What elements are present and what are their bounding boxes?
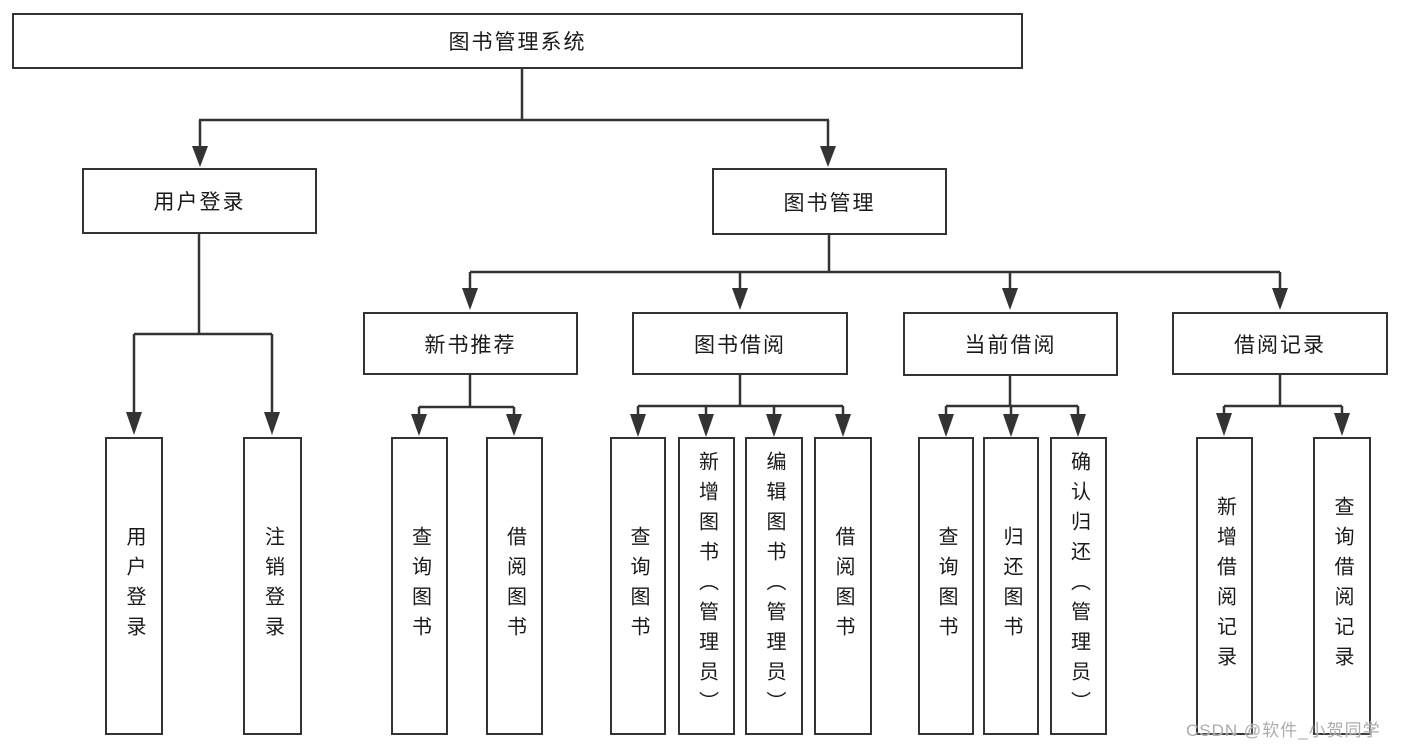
node-leaf-query-books-1: 查询图书	[391, 437, 448, 735]
connector-root	[198, 68, 830, 150]
node-root: 图书管理系统	[12, 13, 1023, 69]
node-book-borrow: 图书借阅	[632, 312, 848, 375]
arrow-down-icon	[1070, 414, 1086, 437]
arrow-down-icon	[126, 412, 142, 435]
arrow-down-icon	[820, 146, 836, 167]
arrow-down-icon	[766, 414, 782, 437]
arrow-down-icon	[506, 414, 522, 436]
arrow-down-icon	[732, 288, 748, 310]
connector-current-borrow	[944, 374, 1080, 418]
connector-book-management	[468, 235, 1282, 292]
connector-user-login	[132, 233, 274, 416]
node-book-management: 图书管理	[712, 168, 947, 235]
arrow-down-icon	[1272, 288, 1288, 310]
arrow-down-icon	[264, 412, 280, 435]
node-leaf-add-book-admin: 新增图书（管理员）	[678, 437, 735, 735]
arrow-down-icon	[1002, 288, 1018, 310]
csdn-watermark: CSDN @软件_小贺同学	[1186, 721, 1381, 740]
node-leaf-add-borrow-record: 新增借阅记录	[1196, 437, 1253, 735]
arrow-down-icon	[411, 414, 427, 436]
node-leaf-confirm-return-admin: 确认归还（管理员）	[1050, 437, 1107, 735]
arrow-down-icon	[938, 414, 954, 437]
arrow-down-icon	[462, 288, 478, 310]
arrow-down-icon	[698, 414, 714, 437]
node-leaf-user-login: 用户登录	[105, 437, 163, 735]
arrow-down-icon	[835, 414, 851, 437]
node-leaf-query-books-2: 查询图书	[610, 437, 666, 735]
arrow-down-icon	[1003, 414, 1019, 437]
node-leaf-query-borrow-record: 查询借阅记录	[1313, 437, 1371, 735]
arrowheads	[126, 146, 1350, 437]
arrow-down-icon	[630, 414, 646, 437]
node-leaf-query-books-3: 查询图书	[918, 437, 974, 735]
node-user-login: 用户登录	[82, 168, 317, 234]
node-current-borrow: 当前借阅	[903, 312, 1118, 376]
arrow-down-icon	[192, 146, 208, 167]
node-leaf-logout: 注销登录	[243, 437, 302, 735]
node-borrow-records: 借阅记录	[1172, 312, 1388, 375]
node-leaf-edit-book-admin: 编辑图书（管理员）	[745, 437, 803, 735]
node-leaf-borrow-books-1: 借阅图书	[486, 437, 543, 735]
connector-borrow-records	[1222, 374, 1344, 418]
node-new-book-recommend: 新书推荐	[363, 312, 578, 375]
arrow-down-icon	[1334, 413, 1350, 436]
connector-book-borrow	[636, 374, 845, 418]
node-leaf-return-books: 归还图书	[983, 437, 1039, 735]
node-leaf-borrow-books-2: 借阅图书	[814, 437, 872, 735]
arrow-down-icon	[1216, 413, 1232, 436]
connector-new-book-recommend	[417, 374, 516, 418]
